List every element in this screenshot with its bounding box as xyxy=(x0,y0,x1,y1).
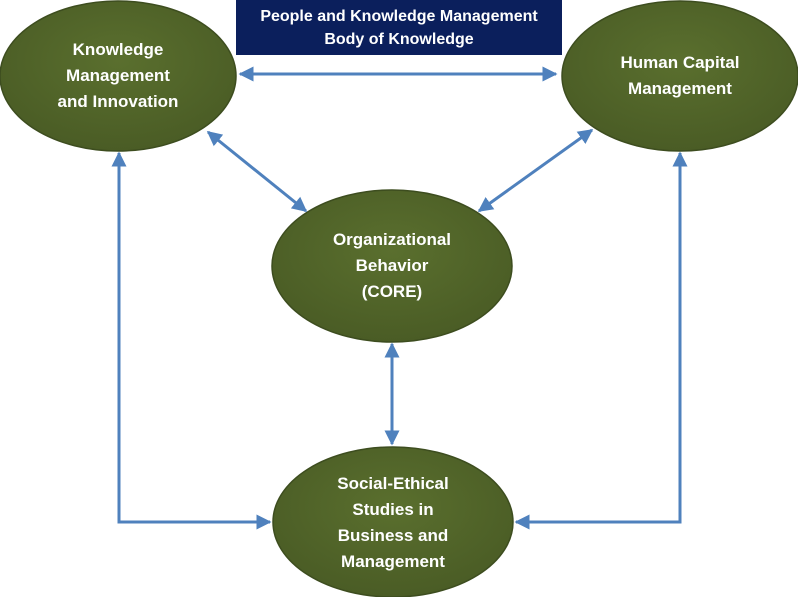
diagram-title: People and Knowledge Management Body of … xyxy=(236,0,562,55)
human-capital-node: Human Capital Management xyxy=(572,50,788,102)
title-line-2: Body of Knowledge xyxy=(324,30,474,48)
arrow-knowledge-social-ethical xyxy=(111,151,272,530)
arrow-human-capital-social-ethical xyxy=(514,151,688,530)
node-label-line: Behavior xyxy=(355,256,429,275)
arrow-knowledge-org-behavior xyxy=(206,130,308,213)
social-ethical-node: Social-Ethical Studies in Business and M… xyxy=(285,471,501,575)
node-label-line: Business and xyxy=(337,526,449,545)
knowledge-management-node: Knowledge Management and Innovation xyxy=(10,37,226,115)
title-line-1: People and Knowledge Management xyxy=(260,7,538,25)
node-label-line: Studies in xyxy=(352,500,434,519)
node-label-line: Social-Ethical xyxy=(337,474,449,493)
human-capital-node-shape xyxy=(561,0,798,152)
node-label-line: and Innovation xyxy=(57,92,179,111)
node-label-line: Management xyxy=(341,552,445,571)
node-label-line: Knowledge xyxy=(72,40,164,59)
node-label-line: (CORE) xyxy=(361,282,423,301)
social-ethical-node-shape xyxy=(272,446,514,597)
node-label-line: Organizational xyxy=(332,230,452,249)
organizational-behavior-node: Organizational Behavior (CORE) xyxy=(284,227,500,305)
organizational-behavior-node-shape xyxy=(271,189,513,343)
knowledge-management-node-shape xyxy=(0,0,237,152)
node-label-line: Management xyxy=(628,79,732,98)
arrow-human-capital-org-behavior xyxy=(477,128,594,213)
node-label-line: Human Capital xyxy=(620,53,740,72)
node-label-line: Management xyxy=(66,66,170,85)
